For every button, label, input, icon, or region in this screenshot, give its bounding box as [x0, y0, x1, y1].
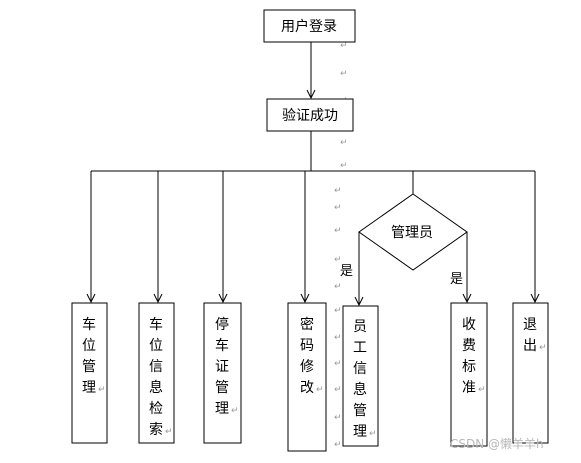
- module-label-staff-info-management-char-4: 息: [353, 381, 367, 398]
- module-label-parking-space-management-para-mark: ↵: [98, 385, 106, 395]
- verify-label: 验证成功: [282, 108, 338, 124]
- admin-decision-diamond: [358, 193, 468, 271]
- watermark: CSDN @懒羊羊h: [450, 436, 544, 451]
- module-label-staff-info-management-char-5: 管: [353, 403, 367, 419]
- paragraph-mark-4: ↵: [340, 69, 348, 79]
- paragraph-mark-14: ↵: [334, 306, 342, 316]
- module-label-logout-char-2: 出: [523, 338, 537, 354]
- module-label-staff-info-management-char-6: 理: [353, 424, 367, 440]
- paragraph-marks: ↵↵↵↵↵↵↵↵↵↵↵↵↵↵↵↵↵↵↵: [334, 13, 352, 450]
- module-label-parking-permit-management-char-1: 停: [215, 316, 229, 333]
- module-label-parking-space-management-char-3: 管: [82, 359, 96, 375]
- module-box-parking-space-management: [71, 302, 108, 444]
- module-label-parking-permit-management-char-4: 管: [215, 380, 229, 396]
- module-label-logout-para-mark: ↵: [539, 343, 547, 353]
- module-label-parking-space-management-char-4: 理: [82, 380, 96, 396]
- paragraph-mark-13: ↵: [334, 282, 342, 292]
- module-label-parking-permit-management-char-2: 车: [215, 337, 229, 354]
- module-label-parking-space-search-char-3: 信: [149, 359, 163, 375]
- module-box-parking-space-search: [138, 302, 175, 444]
- module-label-staff-info-management-char-2: 工: [353, 340, 367, 356]
- paragraph-mark-18: ↵: [334, 413, 342, 423]
- module-box-parking-permit-management: [203, 302, 242, 444]
- yes-label-left: 是: [340, 264, 353, 279]
- paragraph-mark-8: ↵: [340, 161, 348, 171]
- paragraph-mark-3: ↵: [340, 41, 348, 51]
- module-label-parking-space-management-char-2: 位: [82, 338, 96, 354]
- module-label-fee-standard-char-3: 标: [462, 359, 476, 375]
- login-label: 用户登录: [281, 18, 337, 35]
- module-label-fee-standard-char-1: 收: [462, 317, 476, 333]
- yes-label-right: 是: [450, 272, 463, 287]
- verify-box: [266, 98, 354, 132]
- module-label-fee-standard-char-4: 准: [462, 380, 476, 396]
- paragraph-mark-7: ↵: [340, 138, 348, 148]
- module-label-parking-space-management-char-1: 车: [82, 316, 96, 333]
- module-label-staff-info-management-para-mark: ↵: [369, 429, 377, 439]
- module-box-password-change: [287, 302, 327, 452]
- login-box: [263, 9, 356, 43]
- module-label-parking-permit-management-char-3: 证: [215, 359, 229, 375]
- module-box-staff-info-management: [342, 305, 379, 447]
- admin-decision-label: 管理员: [391, 225, 433, 241]
- paragraph-mark-17: ↵: [334, 385, 342, 395]
- module-label-logout-char-1: 退: [523, 317, 537, 333]
- paragraph-mark-10: ↵: [334, 203, 342, 213]
- module-label-parking-space-search-para-mark: ↵: [165, 427, 173, 437]
- module-label-parking-space-search-char-1: 车: [149, 316, 163, 333]
- module-label-password-change-para-mark: ↵: [316, 385, 324, 395]
- paragraph-mark-9: ↵: [334, 186, 342, 196]
- module-label-parking-space-search-char-4: 息: [149, 379, 163, 396]
- paragraph-mark-16: ↵: [334, 359, 342, 369]
- module-label-staff-info-management-char-3: 信: [353, 361, 367, 377]
- module-label-fee-standard-para-mark: ↵: [478, 385, 486, 395]
- module-label-parking-permit-management-para-mark: ↵: [231, 406, 239, 416]
- module-box-logout: [512, 302, 549, 444]
- module-label-fee-standard-char-2: 费: [462, 338, 476, 354]
- module-label-password-change-char-1: 密: [300, 316, 314, 333]
- module-label-staff-info-management-char-1: 员: [353, 319, 367, 335]
- module-box-fee-standard: [450, 302, 488, 447]
- paragraph-mark-11: ↵: [334, 226, 342, 236]
- paragraph-mark-15: ↵: [334, 333, 342, 343]
- module-label-password-change-char-4: 改: [300, 380, 314, 396]
- module-label-parking-space-search-char-6: 索: [149, 421, 163, 438]
- paragraph-mark-12: ↵: [334, 255, 342, 265]
- module-label-parking-space-search-char-2: 位: [149, 338, 163, 354]
- module-label-parking-space-search-char-5: 检: [149, 401, 163, 417]
- module-label-password-change-char-2: 码: [300, 338, 314, 354]
- module-label-password-change-char-3: 修: [300, 359, 314, 375]
- paragraph-mark-19: ↵: [334, 440, 342, 450]
- module-label-parking-permit-management-char-5: 理: [215, 401, 229, 417]
